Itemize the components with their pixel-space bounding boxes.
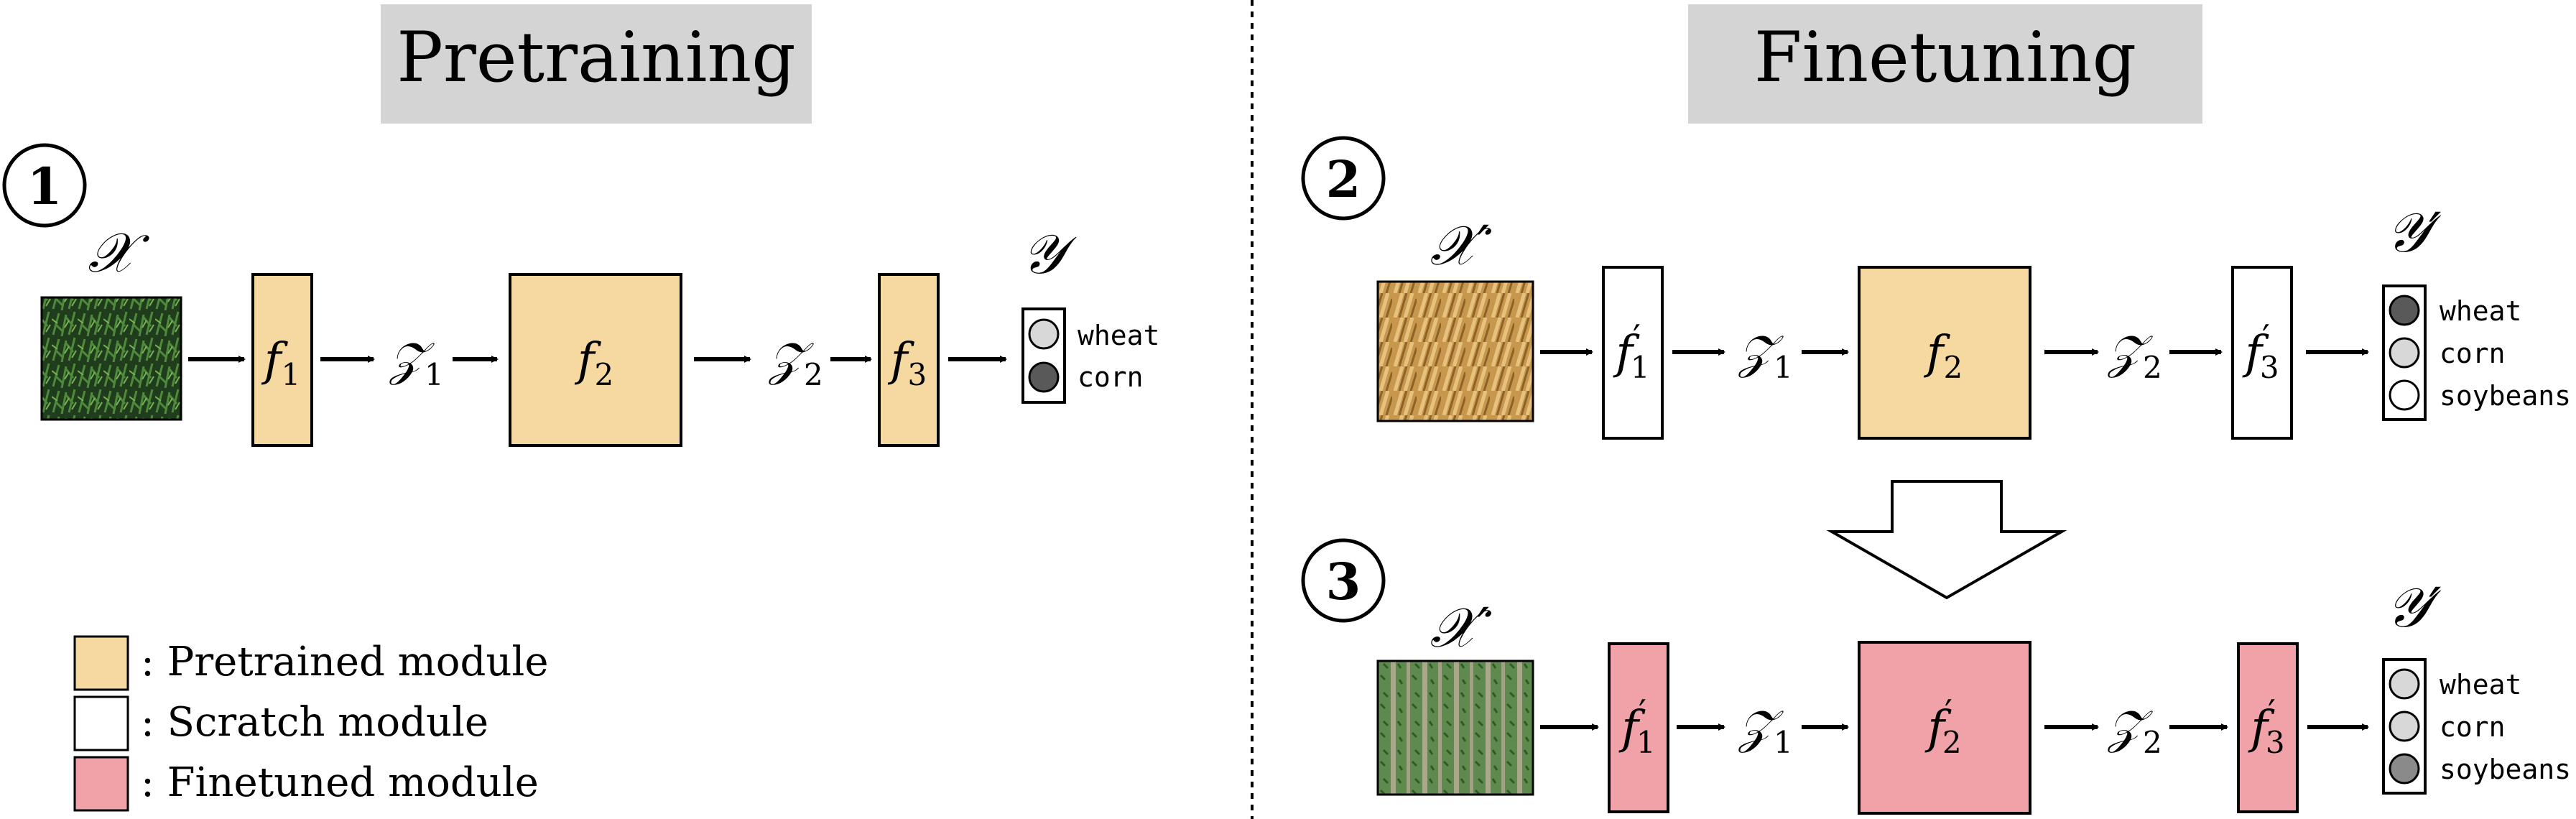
class-label-corn: corn	[2440, 711, 2506, 743]
output-y-prime-label: 𝒴′	[2386, 200, 2442, 264]
legend-label-scratch: : Scratch module	[141, 699, 488, 746]
class-label-soybeans: soybeans	[2440, 380, 2571, 412]
module-f2-pretrained	[509, 273, 682, 447]
output-node-wheat	[2389, 668, 2420, 700]
wheat-stubble-image	[1376, 280, 1534, 422]
output-node-wheat	[2389, 295, 2420, 326]
svg-text:1: 1	[27, 157, 62, 216]
module-f3-prime-scratch	[2231, 266, 2293, 440]
latent-z1-label: 𝒵1	[388, 333, 443, 392]
module-f3-prime-finetuned	[2237, 642, 2299, 813]
module-f2-label: f2	[575, 333, 613, 392]
module-f3-pretrained	[878, 273, 940, 447]
latent-z1-label: 𝒵1	[1737, 701, 1792, 760]
output-node-corn	[2389, 711, 2420, 742]
pretraining-title: Pretraining	[397, 17, 796, 98]
class-label-soybeans: soybeans	[2440, 754, 2571, 785]
module-f1-pretrained	[251, 273, 313, 447]
class-label-corn: corn	[2440, 338, 2506, 369]
output-node-corn	[2389, 337, 2420, 369]
transition-arrow	[1826, 480, 2067, 600]
output-node-corn	[1028, 361, 1060, 393]
legend-swatch-finetuned	[73, 756, 129, 812]
module-f2-prime-finetuned	[1858, 641, 2031, 815]
output-node-soybeans	[2389, 379, 2420, 411]
aerial-field-image	[1376, 660, 1534, 796]
output-y-prime-label: 𝒴′	[2386, 575, 2442, 639]
module-f2-prime-label: f′2	[1924, 693, 1961, 760]
input-x-prime-label: 𝒳′	[1430, 596, 1492, 660]
module-f1-prime-label: f′1	[1613, 318, 1649, 385]
output-y-label: 𝒴	[1021, 222, 1077, 286]
class-label-corn: corn	[1078, 361, 1144, 393]
svg-text:3: 3	[1326, 552, 1361, 611]
class-label-wheat: wheat	[2440, 295, 2521, 327]
module-f1-prime-finetuned	[1608, 642, 1669, 813]
svg-text:2: 2	[1326, 149, 1361, 209]
class-label-wheat: wheat	[2440, 669, 2521, 700]
input-x-label: 𝒳	[88, 221, 149, 284]
module-f3-prime-label: f′3	[2248, 693, 2284, 760]
finetuning-header: Finetuning	[1688, 4, 2202, 124]
output-node-soybeans	[2389, 753, 2420, 785]
module-f2-pretrained	[1858, 266, 2031, 440]
latent-z1-label: 𝒵1	[1737, 326, 1792, 385]
legend: : Pretrained module : Scratch module : F…	[73, 635, 548, 812]
step-badge-2: 2	[1301, 136, 1386, 221]
module-f3-prime-label: f′3	[2242, 318, 2279, 385]
legend-label-pretrained: : Pretrained module	[141, 639, 548, 685]
legend-label-finetuned: : Finetuned module	[141, 759, 539, 806]
step-badge-1: 1	[2, 143, 87, 228]
latent-z2-label: 𝒵2	[767, 333, 823, 392]
step-badge-3: 3	[1301, 538, 1386, 623]
latent-z2-label: 𝒵2	[2106, 701, 2162, 760]
latent-z2-label: 𝒵2	[2106, 326, 2162, 385]
finetuning-title: Finetuning	[1754, 17, 2136, 98]
wheat-field-image	[40, 296, 182, 421]
legend-swatch-scratch	[73, 695, 129, 751]
module-f1-prime-scratch	[1602, 266, 1664, 440]
output-node-wheat	[1028, 318, 1060, 350]
legend-swatch-pretrained	[73, 635, 129, 691]
module-f1-prime-label: f′1	[1618, 693, 1655, 760]
class-label-wheat: wheat	[1078, 320, 1159, 351]
pretraining-header: Pretraining	[381, 4, 812, 124]
input-x-prime-label: 𝒳′	[1430, 213, 1492, 277]
